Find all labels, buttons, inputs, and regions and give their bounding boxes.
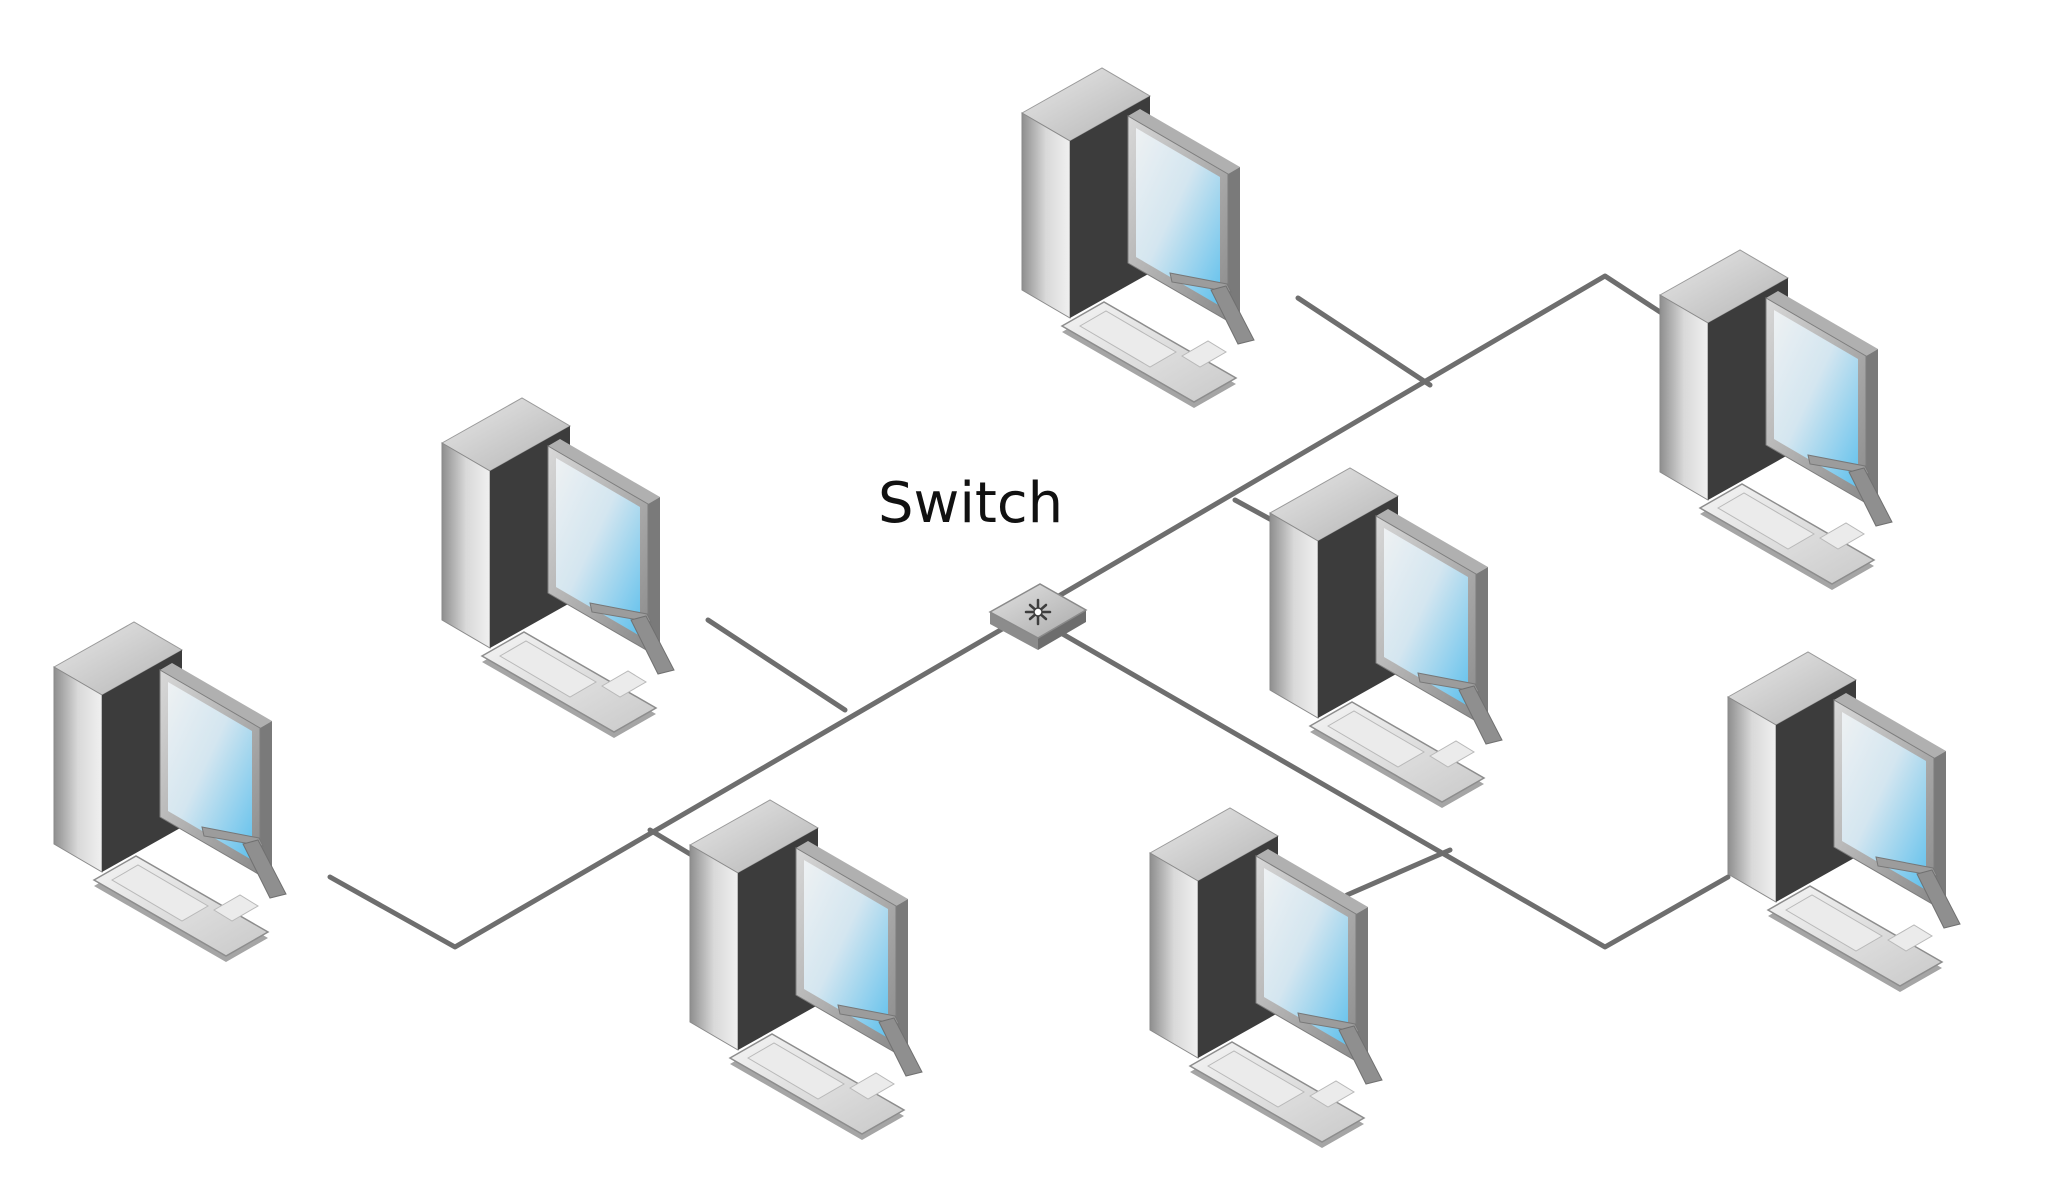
desktop-computer-icon (53, 621, 287, 963)
desktop-computer-icon (1149, 807, 1383, 1149)
cable-trunk-lower-right (1025, 611, 1731, 950)
cable-trunk-left (327, 611, 1031, 950)
desktop-computer-icon (1021, 67, 1255, 409)
desktop-computer-icon (441, 397, 675, 739)
network-switch-icon (988, 583, 1088, 650)
desktop-computer-icon (1727, 651, 1961, 993)
cable-drop-pc-2 (705, 617, 848, 713)
cable-trunk-upper-right (1025, 273, 1683, 617)
desktop-computer-icon (1659, 249, 1893, 591)
desktop-computer-icon (689, 799, 923, 1141)
switch-label: Switch (878, 471, 1063, 536)
cable-drop-pc-7 (1344, 847, 1453, 898)
desktop-computer-icon (1269, 467, 1503, 809)
network-cables (327, 273, 1731, 950)
cable-drop-pc-4 (1295, 295, 1433, 388)
